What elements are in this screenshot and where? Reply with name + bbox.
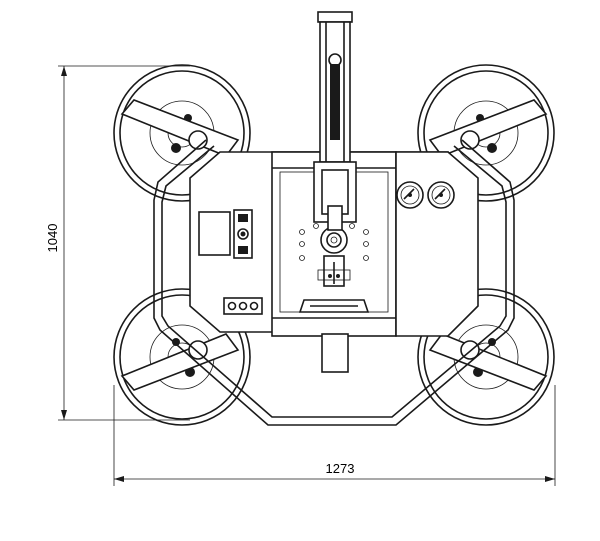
suspension-beam: [313, 11, 357, 373]
gauge-module: [395, 151, 479, 337]
vacuum-gauge-left: [396, 181, 424, 209]
vacuum-gauge-right: [427, 181, 455, 209]
arm-top-left: [120, 99, 240, 157]
handle-frame: [153, 139, 515, 426]
rotation-hub: [320, 226, 348, 254]
width-dimension: 1273: [113, 385, 556, 486]
height-dimension: 1040: [45, 65, 190, 421]
height-dimension-label: 1040: [45, 224, 60, 253]
lock-mechanism: [317, 255, 351, 287]
grab-handle: [298, 299, 370, 313]
control-panel: [198, 209, 263, 315]
arm-bottom-left: [120, 333, 240, 391]
bolt-pattern: [299, 223, 369, 261]
width-dimension-label: 1273: [326, 461, 355, 476]
arm-top-right: [428, 99, 548, 157]
